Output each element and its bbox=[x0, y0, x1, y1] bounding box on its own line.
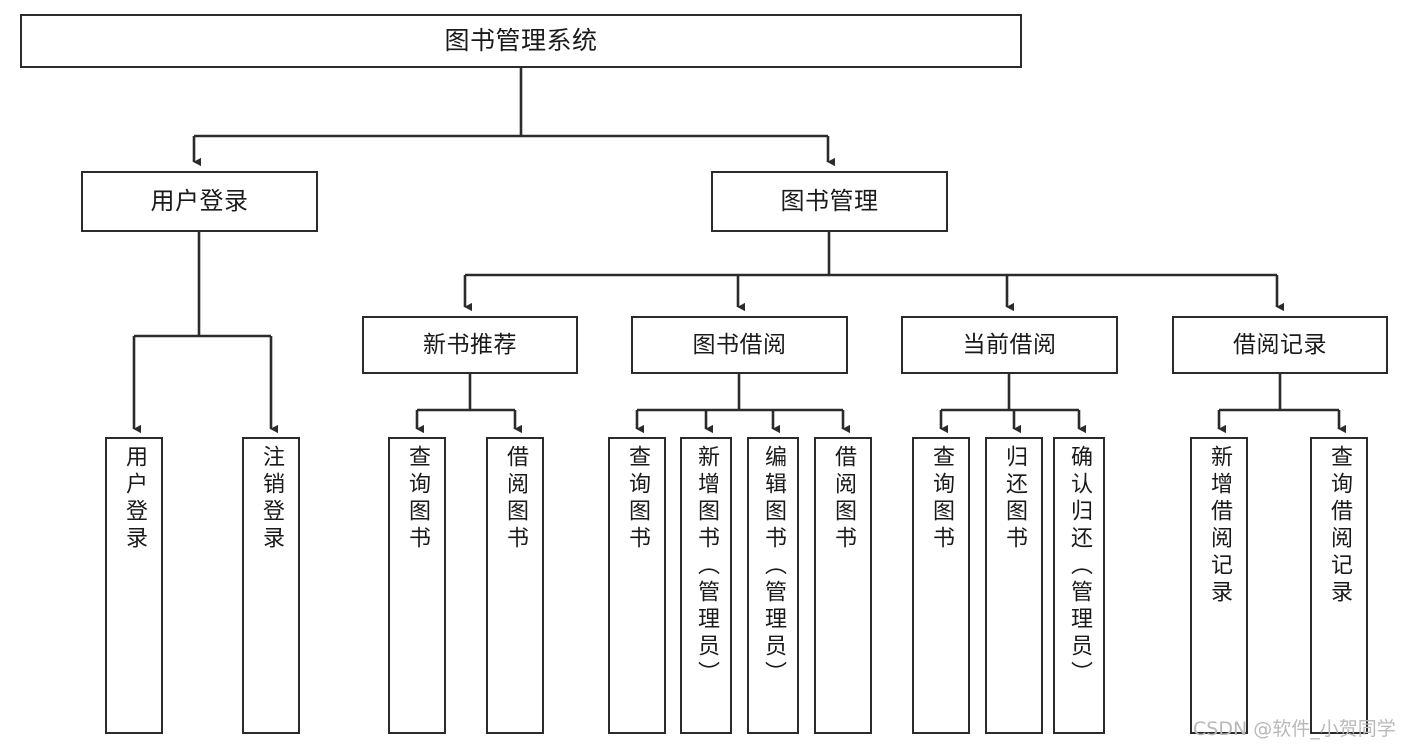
node-label: 注销登录 bbox=[259, 445, 284, 553]
node-label: 图书借阅 bbox=[692, 331, 787, 358]
node-leaf-query-borrow-record[interactable]: 查询借阅记录 bbox=[1310, 437, 1368, 734]
node-label: 查询图书 bbox=[405, 445, 430, 553]
node-borrow-record[interactable]: 借阅记录 bbox=[1172, 316, 1388, 374]
node-leaf-query-book-recommend[interactable]: 查询图书 bbox=[388, 437, 446, 734]
node-label: 归还图书 bbox=[1002, 445, 1027, 553]
node-leaf-return-book[interactable]: 归还图书 bbox=[985, 437, 1043, 734]
node-leaf-add-borrow-record[interactable]: 新增借阅记录 bbox=[1190, 437, 1248, 734]
node-label: 新增借阅记录 bbox=[1207, 445, 1232, 607]
node-label: 图书管理系统 bbox=[444, 25, 598, 55]
node-label: 用户登录 bbox=[150, 186, 249, 215]
node-label: 查询图书 bbox=[929, 445, 954, 553]
node-leaf-query-book-current[interactable]: 查询图书 bbox=[912, 437, 970, 734]
node-leaf-user-logout[interactable]: 注销登录 bbox=[242, 437, 300, 734]
node-label: 查询图书 bbox=[625, 445, 650, 553]
node-label: 确认归还（管理员） bbox=[1067, 445, 1092, 688]
node-leaf-user-login[interactable]: 用户登录 bbox=[105, 437, 163, 734]
node-user-login[interactable]: 用户登录 bbox=[81, 171, 318, 232]
node-label: 图书管理 bbox=[780, 186, 879, 215]
node-label: 借阅图书 bbox=[503, 445, 528, 553]
node-label: 编辑图书（管理员） bbox=[761, 445, 786, 688]
node-label: 用户登录 bbox=[122, 445, 147, 553]
node-leaf-add-book-admin[interactable]: 新增图书（管理员） bbox=[680, 437, 732, 734]
node-label: 借阅记录 bbox=[1233, 331, 1327, 358]
node-book-manage[interactable]: 图书管理 bbox=[711, 171, 948, 232]
node-root-system[interactable]: 图书管理系统 bbox=[20, 14, 1022, 68]
node-leaf-query-book-borrow[interactable]: 查询图书 bbox=[608, 437, 666, 734]
node-book-borrow[interactable]: 图书借阅 bbox=[631, 316, 848, 374]
node-leaf-borrow-book[interactable]: 借阅图书 bbox=[814, 437, 872, 734]
node-label: 新书推荐 bbox=[423, 331, 517, 358]
node-new-book-recommend[interactable]: 新书推荐 bbox=[362, 316, 578, 374]
node-label: 新增图书（管理员） bbox=[694, 445, 719, 688]
node-current-borrow[interactable]: 当前借阅 bbox=[901, 316, 1118, 374]
node-leaf-borrow-book-recommend[interactable]: 借阅图书 bbox=[486, 437, 544, 734]
node-leaf-edit-book-admin[interactable]: 编辑图书（管理员） bbox=[747, 437, 799, 734]
node-label: 借阅图书 bbox=[831, 445, 856, 553]
node-label: 查询借阅记录 bbox=[1327, 445, 1352, 607]
node-label: 当前借阅 bbox=[962, 331, 1057, 358]
node-leaf-confirm-return-admin[interactable]: 确认归还（管理员） bbox=[1053, 437, 1105, 734]
